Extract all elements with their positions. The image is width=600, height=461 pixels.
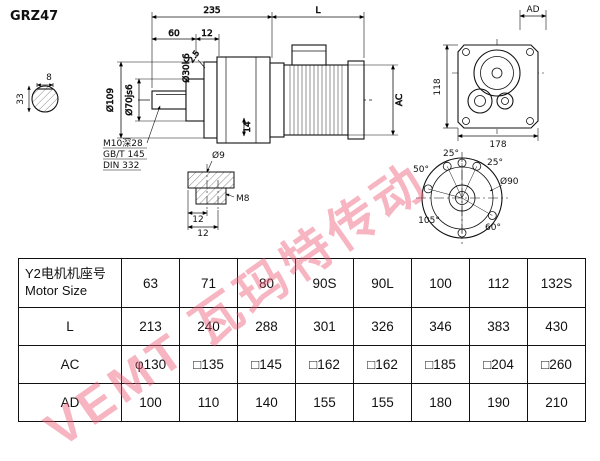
motor-size-cell: 100 [411,258,470,308]
table-cell: □204 [469,345,528,384]
table-cell: □260 [527,345,586,384]
dim-shaft-dia-label: Ø30k6 [181,53,192,83]
dim-hole-dia-label: Ø9 [212,150,225,161]
end-view: AD 118 178 [433,5,547,150]
angle-25b-label: 25° [487,158,503,168]
dim-235-label: 235 [203,6,220,16]
motor-size-cell: 63 [121,258,180,308]
dim-L-label: L [315,6,320,16]
dim-spigot-dia-label: Ø70js6 [124,84,135,116]
table-cell: 110 [179,383,238,422]
dim-14-label: 14 [243,121,253,133]
table-row-L: L 213 240 288 301 326 346 383 430 [18,307,586,346]
motor-size-cell: 90L [353,258,412,308]
dimension-table: Y2电机机座号 Motor Size 63 71 80 90S 90L 100 … [18,258,586,422]
dim-33: 33 [16,93,26,104]
table-cell: 155 [295,383,354,422]
table-row-AC: AC φ130 □135 □145 □162 □162 □185 □204 □2… [18,345,586,384]
main-view-dimensions: 235 L 60 12 2.5 Ø30k6 Ø109 Ø70js6 14 AC [105,6,405,139]
table-cell: 346 [411,307,470,346]
dimension-table-wrap: Y2电机机座号 Motor Size 63 71 80 90S 90L 100 … [18,258,586,422]
table-row-AD: AD 100 110 140 155 155 180 190 210 [18,383,586,422]
angle-50-label: 50° [413,165,429,175]
table-cell: 213 [121,307,180,346]
table-cell: 430 [527,307,586,346]
main-side-view [138,44,372,144]
fan-cowl [347,60,365,140]
note-gbt: GB/T 145 [103,150,145,160]
table-row-motor-size: Y2电机机座号 Motor Size 63 71 80 90S 90L 100 … [18,258,586,308]
motor-size-cell: 90S [295,258,354,308]
table-cell: 301 [295,307,354,346]
dim-m8-label: M8 [236,194,250,204]
table-cell: 190 [469,383,528,422]
table-cell: 288 [237,307,296,346]
dim-key-width: 8 [46,73,52,83]
angle-60-label: 60° [485,223,501,233]
table-cell: 155 [353,383,412,422]
motor-size-cell: 132S [527,258,586,308]
table-cell: 326 [353,307,412,346]
technical-drawing: GRZ47 8 33 [10,5,547,244]
table-cell: 100 [121,383,180,422]
dim-178-label: 178 [489,140,506,150]
angle-105-label: 105° [418,216,440,226]
note-din: DIN 332 [103,161,139,171]
motor-size-cell: 80 [237,258,296,308]
shaft-section-view: 8 33 [16,73,59,113]
table-cell: □185 [411,345,470,384]
motor-fins [289,65,343,135]
motor-size-header-en: Motor Size [25,283,88,298]
dim-12a-label: 12 [192,215,203,225]
dim-12b-label: 12 [197,229,208,239]
dim-90-label: Ø90 [500,176,519,187]
page-title: GRZ47 [10,9,58,24]
row-label: AD [18,383,122,422]
dim-12-label: 12 [201,29,212,39]
motor-size-header-cn: Y2电机机座号 [25,266,106,282]
table-cell: φ130 [121,345,180,384]
dim-flange-dia-label: Ø109 [105,88,116,113]
flange-view: 50° 25° 25° Ø90 105° 60° [413,149,519,244]
motor-size-cell: 112 [469,258,528,308]
table-cell: 210 [527,383,586,422]
terminal-box [291,44,327,66]
table-cell: 140 [237,383,296,422]
table-cell: □162 [353,345,412,384]
motor-size-cell: 71 [179,258,238,308]
note-thread: M10深28 [103,138,143,149]
table-cell: 180 [411,383,470,422]
mounting-detail-view: Ø9 M8 12 12 [187,150,250,239]
dim-AD-label: AD [526,5,539,15]
row-label: L [18,307,122,346]
dim-AC-label: AC [395,94,405,106]
dim-118-label: 118 [433,78,443,95]
table-cell: □162 [295,345,354,384]
table-cell: □135 [179,345,238,384]
table-cell: 383 [469,307,528,346]
dim-60-label: 60 [168,29,180,39]
table-cell: □145 [237,345,296,384]
motor-size-header: Y2电机机座号 Motor Size [18,258,122,308]
row-label: AC [18,345,122,384]
table-cell: 240 [179,307,238,346]
thread-note: M10深28 GB/T 145 DIN 332 [103,105,161,171]
angle-25a-label: 25° [443,149,459,159]
